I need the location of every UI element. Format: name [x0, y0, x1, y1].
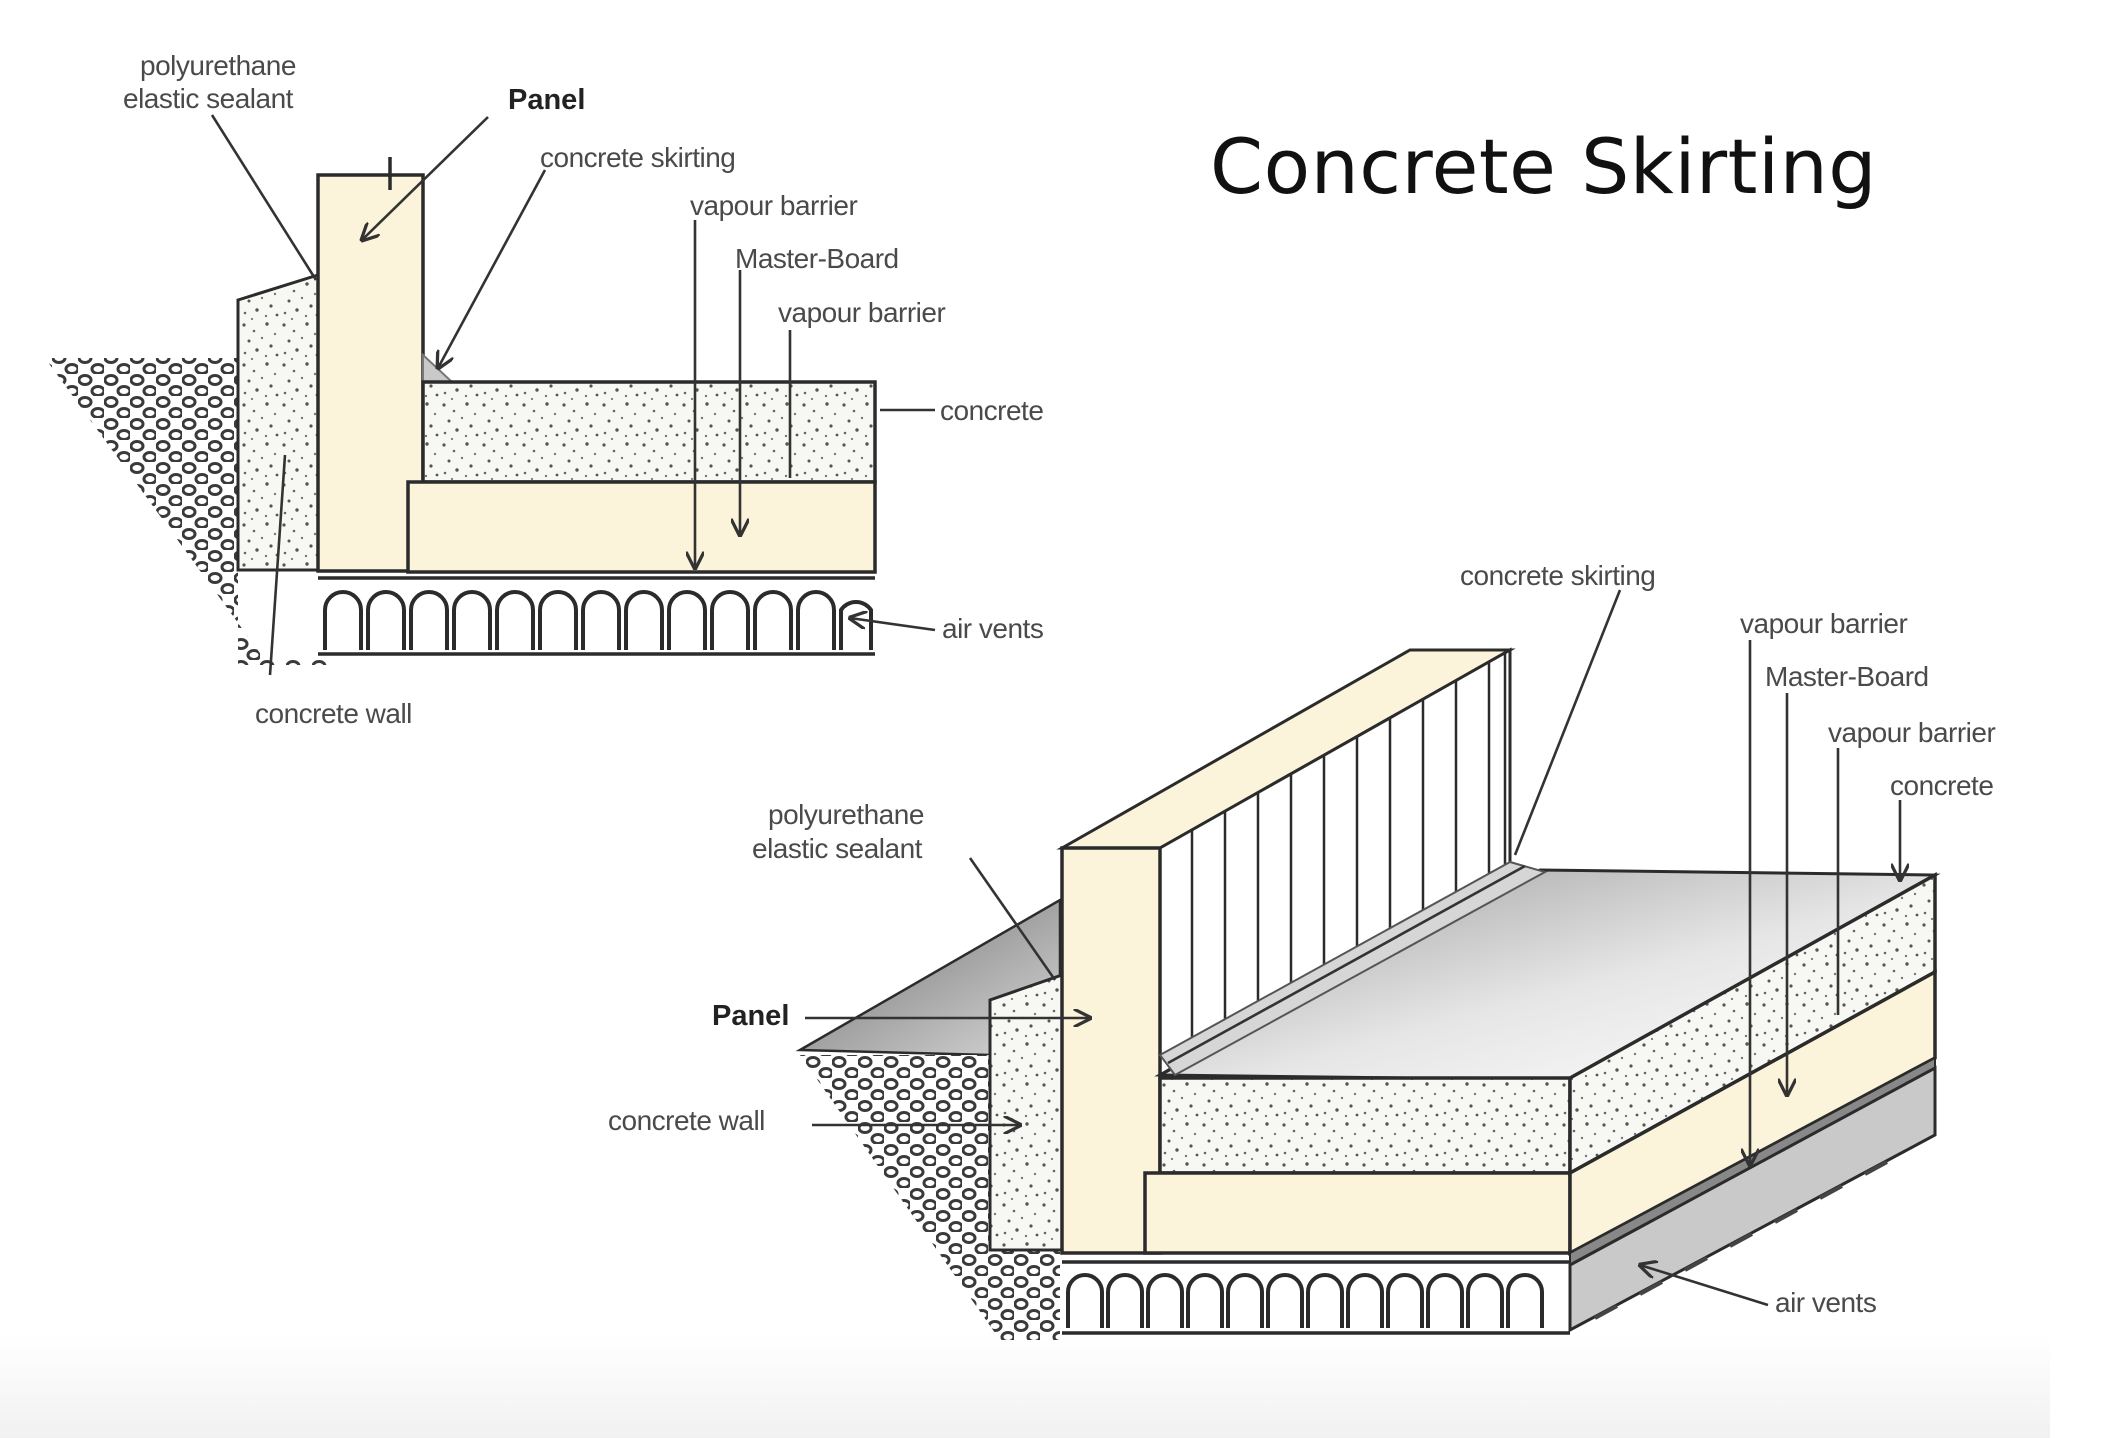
concrete-skirting-strip	[1158, 860, 1548, 1077]
section-view: polyurethane elastic sealant Panel concr…	[45, 50, 1044, 729]
label-vapour-barrier-lower: vapour barrier	[778, 297, 945, 328]
ground-gravel	[45, 358, 335, 665]
label-concrete: concrete	[940, 395, 1043, 426]
label-concrete-wall: concrete wall	[255, 698, 412, 729]
label-vapour-barrier: vapour barrier	[690, 190, 857, 221]
label-polyurethane: polyurethane	[140, 50, 296, 81]
label-concrete-skirting: concrete skirting	[1460, 560, 1655, 591]
label-elastic-sealant: elastic sealant	[752, 833, 923, 864]
label-master-board: Master-Board	[1765, 661, 1929, 692]
label-panel: Panel	[712, 1000, 789, 1032]
label-air-vents: air vents	[942, 613, 1043, 644]
slide-title: Concrete Skirting	[1210, 122, 1878, 211]
master-board-front	[1143, 1171, 1572, 1255]
label-concrete-skirting: concrete skirting	[540, 142, 735, 173]
concrete-wall	[988, 972, 1064, 1252]
label-master-board: Master-Board	[735, 243, 899, 274]
isometric-view: concrete skirting vapour barrier Master-…	[608, 560, 1996, 1340]
air-vents	[318, 576, 875, 656]
concrete-skirting-fillet	[422, 352, 455, 383]
label-vapour-barrier: vapour barrier	[1740, 608, 1907, 639]
label-vapour-barrier-lower: vapour barrier	[1828, 717, 1995, 748]
label-polyurethane: polyurethane	[768, 799, 924, 830]
panel-ribs	[1190, 652, 1507, 1056]
label-concrete-wall: concrete wall	[608, 1105, 765, 1136]
concrete-wall	[236, 272, 320, 572]
label-air-vents: air vents	[1775, 1287, 1876, 1318]
slide-footer-band	[0, 1335, 2050, 1438]
label-concrete: concrete	[1890, 770, 1993, 801]
concrete-slab	[421, 380, 877, 484]
master-board-layer	[406, 480, 877, 574]
concrete-slab-front	[1158, 1076, 1572, 1175]
air-vent-side	[1568, 1065, 1937, 1333]
label-elastic-sealant: elastic sealant	[123, 83, 294, 114]
air-vents	[1062, 1260, 1570, 1335]
label-panel: Panel	[508, 84, 585, 116]
